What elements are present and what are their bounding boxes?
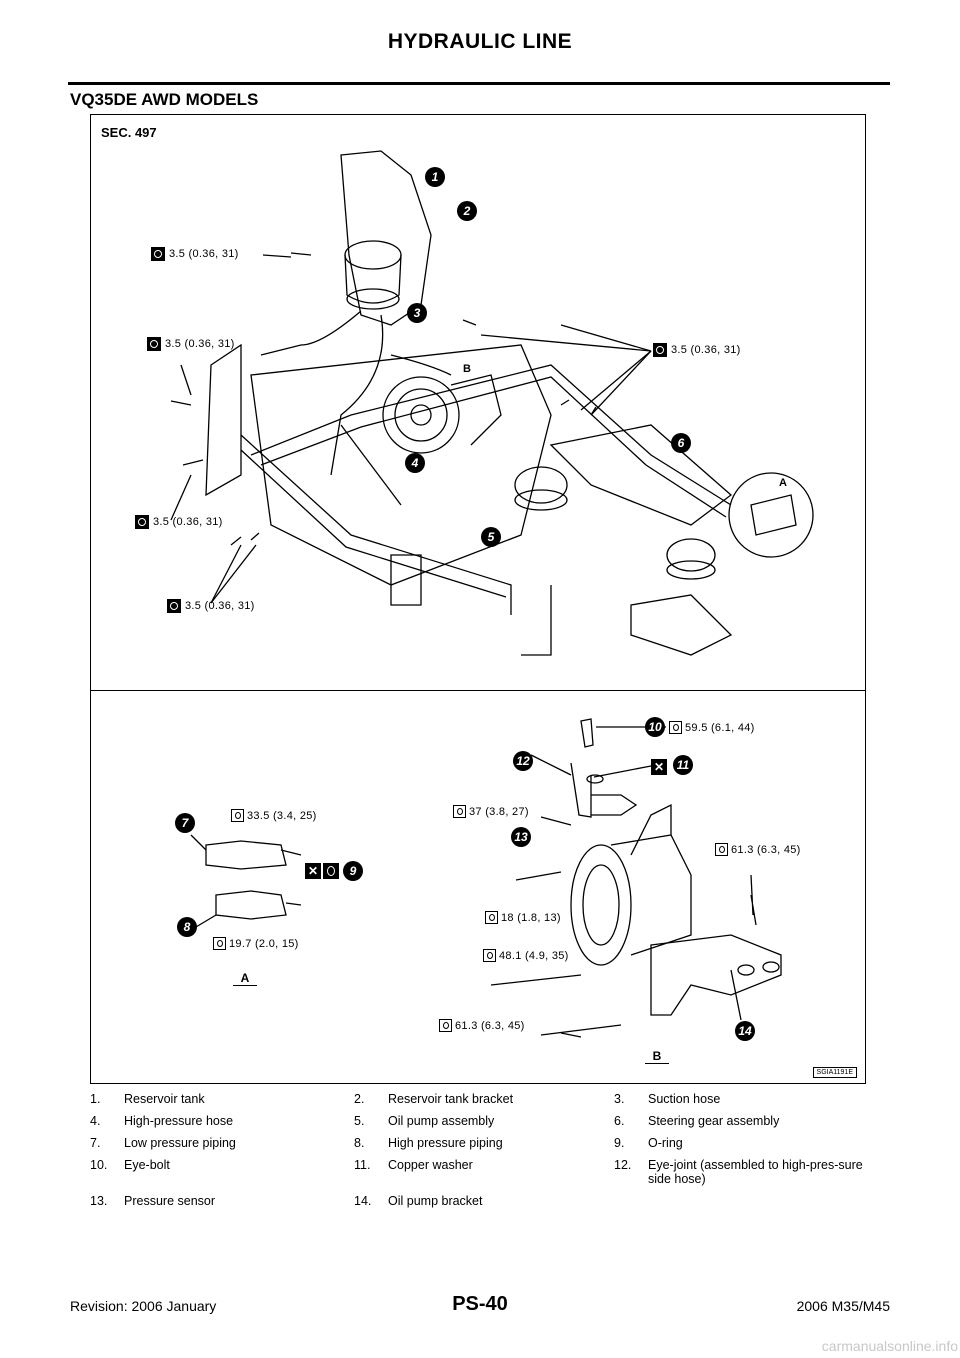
legend-item: 1.Reservoir tank [90, 1092, 205, 1106]
legend-row: 10.Eye-bolt 11.Copper washer 12.Eye-join… [90, 1158, 866, 1186]
callout-11: 11 [673, 755, 693, 775]
torque-spec-1: 3.5 (0.36, 31) [151, 247, 239, 261]
torque-wrench-icon [151, 247, 165, 261]
legend-item [614, 1194, 866, 1208]
torque-spec-low-pressure: 33.5 (3.4, 25) [231, 809, 317, 822]
section-title: VQ35DE AWD MODELS [70, 90, 259, 109]
callout-1: 1 [425, 167, 445, 187]
legend-row: 4.High-pressure hose 5.Oil pump assembly… [90, 1114, 866, 1128]
torque-wrench-icon [147, 337, 161, 351]
legend-item: 8.High pressure piping [354, 1136, 503, 1150]
torque-wrench-icon [135, 515, 149, 529]
callout-12: 12 [513, 751, 533, 771]
callout-9: 9 [343, 861, 363, 881]
figure-divider [91, 690, 865, 691]
torque-wrench-icon [439, 1019, 452, 1032]
parts-legend: 1.Reservoir tank 2.Reservoir tank bracke… [90, 1092, 866, 1216]
torque-spec-2: 3.5 (0.36, 31) [147, 337, 235, 351]
callout-13: 13 [511, 827, 531, 847]
legend-item: 12.Eye-joint (assembled to high-pres-sur… [614, 1158, 863, 1186]
view-b-label: B [645, 1049, 669, 1064]
legend-item: 6.Steering gear assembly [614, 1114, 780, 1128]
legend-item: 14.Oil pump bracket [354, 1194, 483, 1208]
do-not-reuse-icon: ✕ [305, 863, 321, 879]
legend-item: 11.Copper washer [354, 1158, 473, 1172]
callout-4: 4 [405, 453, 425, 473]
revision-date: Revision: 2006 January [70, 1298, 217, 1314]
callout-14: 14 [735, 1021, 755, 1041]
legend-row: 13.Pressure sensor 14.Oil pump bracket [90, 1194, 866, 1208]
washer-replace-symbol: ✕ [651, 758, 669, 776]
torque-wrench-icon [167, 599, 181, 613]
diagram-drawing [170, 150, 814, 1038]
legend-item: 13.Pressure sensor [90, 1194, 216, 1208]
legend-item: 9.O-ring [614, 1136, 683, 1150]
callout-2: 2 [457, 201, 477, 221]
callout-5: 5 [481, 527, 501, 547]
model-year: 2006 M35/M45 [796, 1298, 890, 1314]
torque-spec-pump-bolt: 48.1 (4.9, 35) [483, 949, 569, 962]
torque-wrench-icon [715, 843, 728, 856]
callout-3: 3 [407, 303, 427, 323]
o-ring-replace-symbols: ✕ [305, 863, 341, 879]
callout-6: 6 [671, 433, 691, 453]
torque-wrench-icon [485, 911, 498, 924]
legend-item: 5.Oil pump assembly [354, 1114, 495, 1128]
header-rule [68, 82, 890, 85]
view-a-label: A [233, 971, 257, 986]
do-not-reuse-icon: ✕ [651, 759, 667, 775]
torque-wrench-icon [213, 937, 226, 950]
torque-spec-4: 3.5 (0.36, 31) [135, 515, 223, 529]
o-ring-icon [323, 863, 339, 879]
page-number: PS-40 [452, 1293, 508, 1315]
torque-wrench-icon [653, 343, 667, 357]
torque-wrench-icon [483, 949, 496, 962]
torque-wrench-icon [453, 805, 466, 818]
torque-spec-pump-front: 18 (1.8, 13) [485, 911, 561, 924]
callout-7: 7 [175, 813, 195, 833]
torque-wrench-icon [669, 721, 682, 734]
legend-item: 3.Suction hose [614, 1092, 721, 1106]
torque-spec-eye-bolt: 59.5 (6.1, 44) [669, 721, 755, 734]
diagram-figure: SEC. 497 1 2 3 4 5 6 7 8 9 10 11 12 13 1… [90, 114, 866, 1084]
figure-code: SGIA1191E [812, 1067, 857, 1078]
torque-spec-eye-joint: 37 (3.8, 27) [453, 805, 529, 818]
legend-row: 7.Low pressure piping 8.High pressure pi… [90, 1136, 866, 1150]
legend-item: 2.Reservoir tank bracket [354, 1092, 514, 1106]
legend-row: 1.Reservoir tank 2.Reservoir tank bracke… [90, 1092, 866, 1106]
detail-label-a: A [779, 477, 787, 489]
legend-item: 10.Eye-bolt [90, 1158, 170, 1172]
torque-spec-5: 3.5 (0.36, 31) [167, 599, 255, 613]
torque-wrench-icon [231, 809, 244, 822]
watermark: carmanualsonline.info [821, 1338, 958, 1354]
detail-label-b: B [463, 363, 471, 375]
legend-item: 7.Low pressure piping [90, 1136, 236, 1150]
page-title: HYDRAULIC LINE [387, 30, 573, 53]
legend-item: 4.High-pressure hose [90, 1114, 234, 1128]
callout-10: 10 [645, 717, 665, 737]
torque-spec-high-pressure: 19.7 (2.0, 15) [213, 937, 299, 950]
callout-8: 8 [177, 917, 197, 937]
torque-spec-bracket-lower: 61.3 (6.3, 45) [439, 1019, 525, 1032]
torque-spec-3: 3.5 (0.36, 31) [653, 343, 741, 357]
section-number-label: SEC. 497 [101, 125, 157, 140]
torque-spec-bracket-upper: 61.3 (6.3, 45) [715, 843, 801, 856]
